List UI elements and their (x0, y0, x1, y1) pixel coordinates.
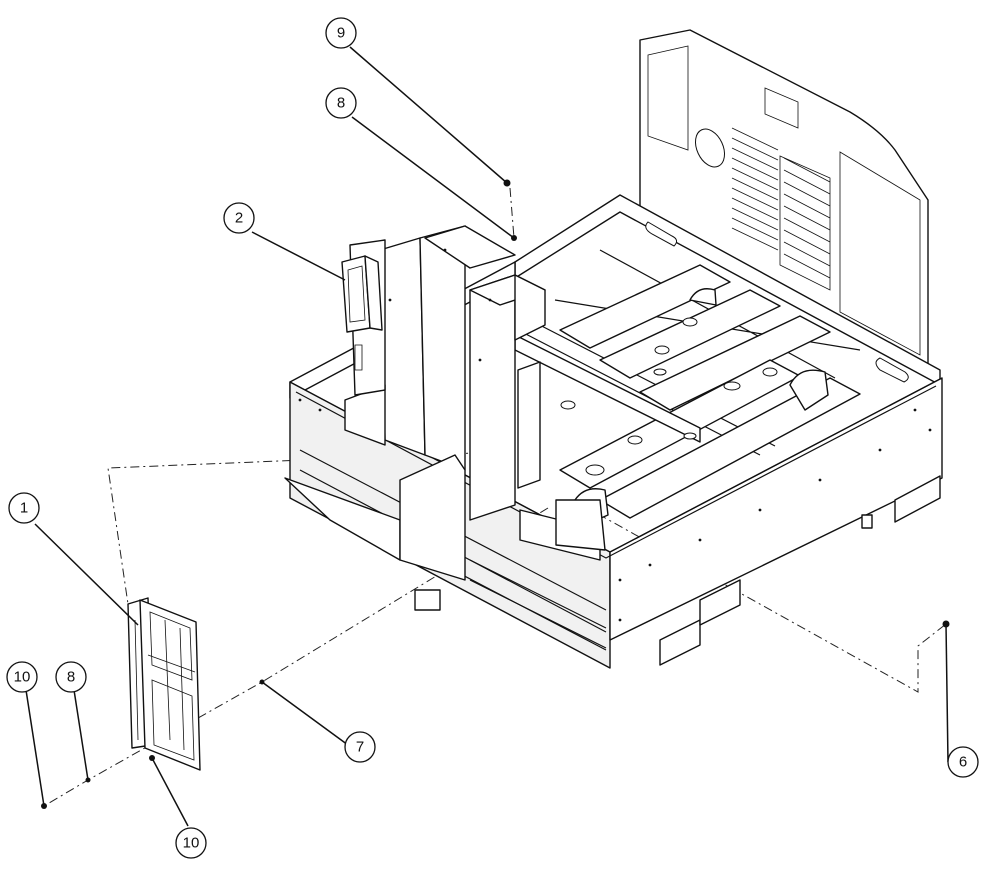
callout-10-bottom: 10 (175, 827, 207, 859)
callout-7-label: 7 (356, 739, 364, 756)
callout-8-top: 8 (325, 87, 357, 119)
callout-10-left: 10 (6, 661, 38, 693)
callout-2: 2 (223, 202, 255, 234)
callout-6: 6 (947, 746, 979, 778)
callout-10-bottom-label: 10 (183, 835, 200, 852)
frame-holes (298, 398, 932, 622)
callout-9-label: 9 (337, 25, 345, 42)
leader-lines (25, 46, 949, 827)
callout-10-left-label: 10 (14, 669, 31, 686)
callout-9: 9 (325, 17, 357, 49)
center-column (344, 225, 606, 581)
callout-1-label: 1 (20, 500, 28, 517)
part-1-plate-assembly (127, 597, 201, 771)
explosion-lines (43, 187, 947, 807)
callout-8-left: 8 (55, 661, 87, 693)
callout-6-label: 6 (959, 754, 967, 771)
callout-1: 1 (8, 492, 40, 524)
rear-panel (639, 29, 929, 369)
part-2-bracket (341, 255, 383, 333)
callout-2-label: 2 (235, 210, 243, 227)
callout-7: 7 (344, 731, 376, 763)
vent-grille (731, 127, 831, 291)
callout-8-top-label: 8 (337, 95, 345, 112)
callout-8-left-label: 8 (67, 669, 75, 686)
